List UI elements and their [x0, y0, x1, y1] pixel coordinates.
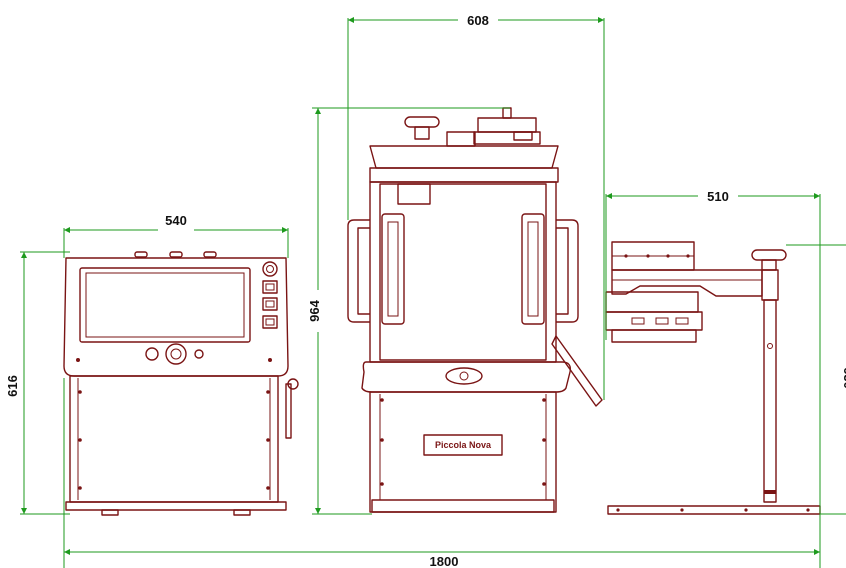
dim-side-height: 964 [307, 299, 322, 321]
dim-arm-height: 630 [841, 367, 846, 389]
nameplate [423, 434, 503, 456]
side-view: Piccola Nova [347, 107, 603, 513]
front-view [63, 251, 299, 516]
dim-front-height: 616 [5, 375, 20, 397]
touch-screen [79, 267, 251, 343]
arm-view [605, 241, 821, 515]
dim-total-width: 1800 [430, 554, 459, 568]
dimension-labels: 540 616 608 964 510 630 1800 [5, 12, 846, 568]
nameplate-text: Piccola Nova [435, 440, 492, 450]
dim-arm-width: 510 [707, 189, 729, 204]
dim-side-width: 608 [467, 13, 489, 28]
dim-front-width: 540 [165, 213, 187, 228]
